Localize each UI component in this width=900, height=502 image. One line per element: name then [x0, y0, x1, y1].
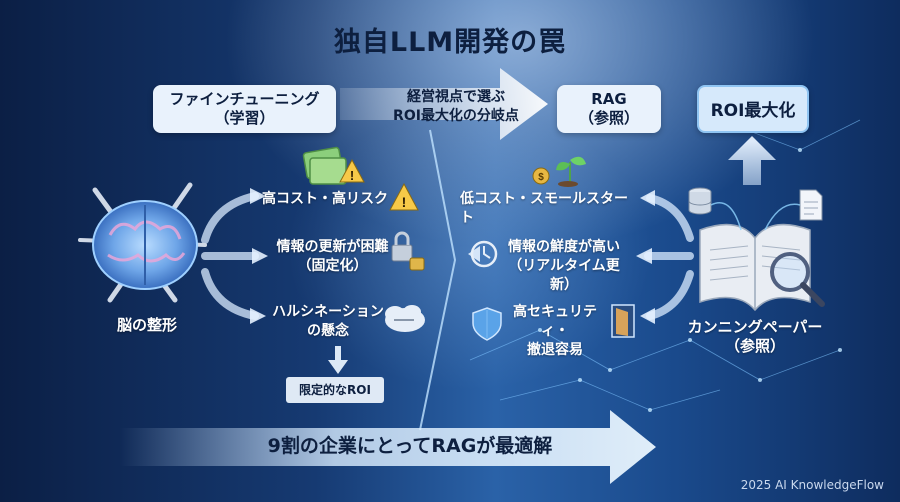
cheat-sheet-line2: （参照）: [724, 337, 785, 355]
book-magnifier-icon: [699, 223, 825, 312]
exit-door-icon: [611, 304, 635, 338]
up-arrow-roi: [728, 136, 776, 185]
cheat-sheet-line1: カンニングペーパー: [687, 318, 823, 336]
fine-tuning-label: ファインチューニング: [169, 90, 320, 108]
database-icon: [688, 187, 712, 215]
risk-update-hard: 情報の更新が困難 （固定化）: [270, 238, 395, 276]
document-icon: [799, 189, 823, 221]
benefit-security-line2: 撤退容易: [527, 342, 583, 358]
shield-icon: [472, 307, 502, 341]
risk-hallucination: ハルシネーション の懸念: [268, 303, 388, 341]
divider-beam: [419, 129, 457, 431]
benefit-freshness-line1: 情報の鮮度が高い: [508, 239, 620, 255]
page-title: 独自LLM開発の罠: [333, 27, 567, 58]
benefit-freshness: 情報の鮮度が高い （リアルタイム更新）: [498, 238, 630, 295]
decision-point-line2: ROI最大化の分岐点: [393, 108, 519, 124]
conclusion-banner: 9割の企業にとってRAGが最適解: [267, 435, 553, 457]
svg-text:!: !: [402, 194, 407, 210]
brain-label: 脳の整形: [116, 316, 177, 334]
benefit-freshness-line2: （リアルタイム更新）: [508, 258, 620, 293]
warning-icon: !: [389, 182, 419, 211]
risk-hallucination-line1: ハルシネーション: [272, 304, 384, 320]
decision-point-label: 経営視点で選ぶ ROI最大化の分岐点: [376, 88, 536, 126]
clock-icon: [470, 240, 498, 268]
coin-plant-icon: $: [532, 156, 586, 187]
cheat-sheet-label: カンニングペーパー （参照）: [680, 318, 830, 356]
lock-icon: [391, 231, 425, 271]
risk-update-hard-line1: 情報の更新が困難: [276, 239, 389, 255]
benefit-security: 高セキュリティ・ 撤退容易: [500, 303, 610, 360]
footer-credit: 2025 AI KnowledgeFlow: [740, 478, 884, 492]
svg-text:!: !: [350, 168, 354, 183]
rag-label: RAG: [591, 90, 627, 108]
top-flow-arrow: [340, 68, 548, 140]
benefit-low-cost: 低コスト・スモールスタート: [460, 191, 628, 226]
rag-sublabel: （参照）: [578, 109, 639, 127]
risk-high-cost: 高コスト・高リスク: [262, 191, 388, 207]
limited-roi-badge: 限定的なROI: [286, 377, 384, 403]
fine-tuning-box: ファインチューニング （学習）: [153, 85, 336, 133]
benefit-security-line1: 高セキュリティ・: [513, 304, 597, 339]
svg-text:$: $: [538, 172, 544, 183]
decision-point-line1: 経営視点で選ぶ: [407, 89, 505, 105]
risk-update-hard-line2: （固定化）: [297, 258, 368, 274]
cloud-icon: [385, 305, 425, 332]
money-warning-icon: !: [302, 146, 365, 185]
brain-icon: [78, 182, 207, 303]
rag-box: RAG （参照）: [557, 85, 661, 133]
fine-tuning-sublabel: （学習）: [214, 109, 275, 127]
risk-hallucination-line2: の懸念: [307, 323, 349, 339]
bottom-banner-arrow: [120, 410, 656, 484]
roi-max-box: ROI最大化: [697, 85, 809, 133]
